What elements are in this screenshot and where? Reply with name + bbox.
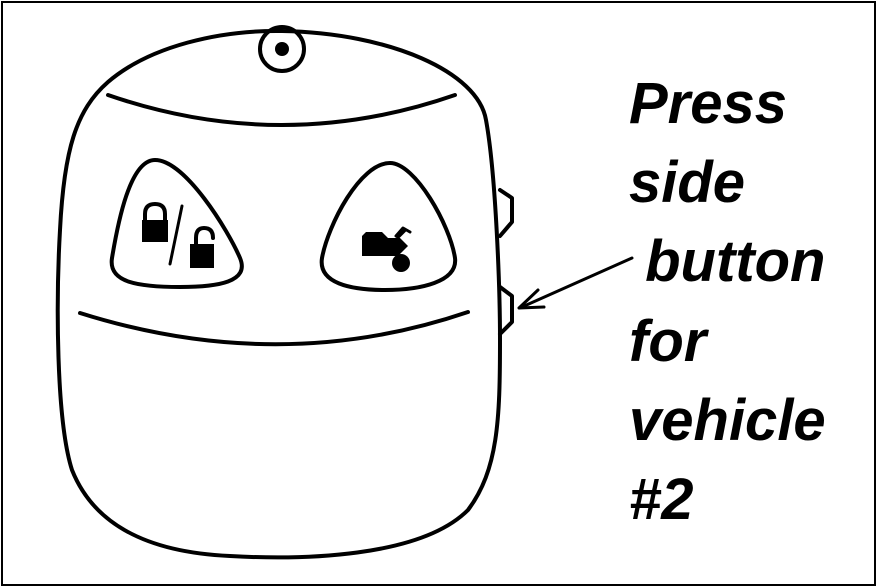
instruction-line-5: vehicle: [629, 388, 826, 453]
trunk-release-icon: [362, 226, 412, 272]
instruction-line-6: #2: [629, 467, 694, 532]
trunk-release-button[interactable]: [319, 161, 458, 292]
top-panel-line: [106, 93, 457, 127]
instruction-line-1: Press: [629, 71, 788, 136]
unlocked-padlock-icon: [190, 226, 215, 268]
side-button-2[interactable]: [498, 285, 514, 336]
slash-separator: [168, 204, 184, 266]
instruction-line-4: for: [629, 309, 707, 374]
lock-unlock-button[interactable]: [109, 158, 244, 289]
side-button-1[interactable]: [498, 188, 514, 238]
pointer-arrow: [517, 256, 634, 310]
key-ring-loop: [258, 25, 306, 73]
locked-padlock-icon: [142, 202, 168, 242]
lock-unlock-icon: [142, 202, 215, 268]
key-ring-hole: [275, 42, 289, 56]
instruction-line-3: button: [629, 229, 826, 294]
remote-body: [55, 28, 502, 560]
instruction-line-2: side: [629, 150, 746, 215]
bottom-panel-line: [78, 310, 470, 347]
